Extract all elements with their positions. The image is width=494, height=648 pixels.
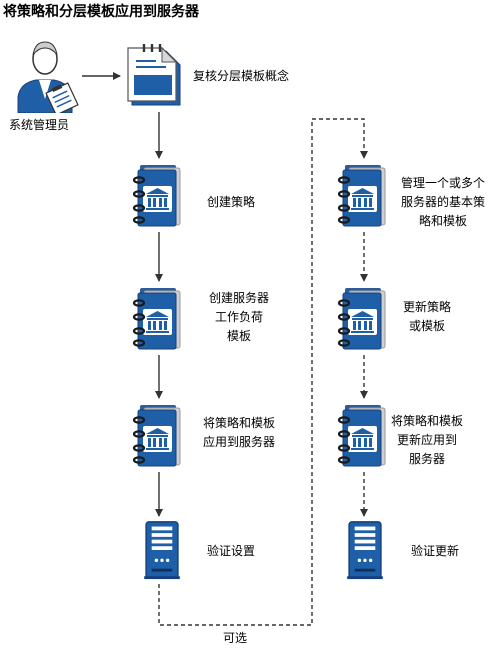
manage-label-line1: 管理一个或多个 <box>400 176 485 190</box>
update-label-line2: 或模板 <box>408 319 445 333</box>
review-concepts-label: 复核分层模板概念 <box>193 69 290 83</box>
create-template-label-line1: 创建服务器 <box>208 291 269 305</box>
update-label: 更新策略 或模板 <box>392 298 462 336</box>
reapply-label-line2: 更新应用到 <box>396 433 457 447</box>
update-label-line1: 更新策略 <box>402 300 451 314</box>
verify-settings-label: 验证设置 <box>206 544 255 558</box>
create-template-label: 创建服务器 工作负荷 模板 <box>190 289 288 346</box>
apply-label: 将策略和模板 应用到服务器 <box>190 414 288 452</box>
verify-update-label: 验证更新 <box>410 544 459 558</box>
diagram-title: 将策略和分层模板应用到服务器 <box>3 4 199 20</box>
document-icon <box>127 44 181 106</box>
reapply-label-line1: 将策略和模板 <box>390 414 463 428</box>
optional-label: 可选 <box>222 631 247 645</box>
create-policy-label: 创建策略 <box>206 195 255 209</box>
apply-label-line2: 应用到服务器 <box>202 435 275 449</box>
manage-label: 管理一个或多个 服务器的基本策 略和模板 <box>392 174 494 231</box>
manage-label-line3: 略和模板 <box>418 214 467 228</box>
manage-label-line2: 服务器的基本策 <box>400 195 485 209</box>
create-template-label-line2: 工作负荷 <box>214 310 263 324</box>
arrow-optional-loop <box>158 118 368 626</box>
administrator-label: 系统管理员 <box>8 118 69 132</box>
reapply-label-line3: 服务器 <box>408 452 445 466</box>
administrator-clipboard-icon <box>17 41 79 113</box>
create-template-label-line3: 模板 <box>226 329 251 343</box>
reapply-label: 将策略和模板 更新应用到 服务器 <box>378 412 476 469</box>
apply-label-line1: 将策略和模板 <box>202 416 275 430</box>
